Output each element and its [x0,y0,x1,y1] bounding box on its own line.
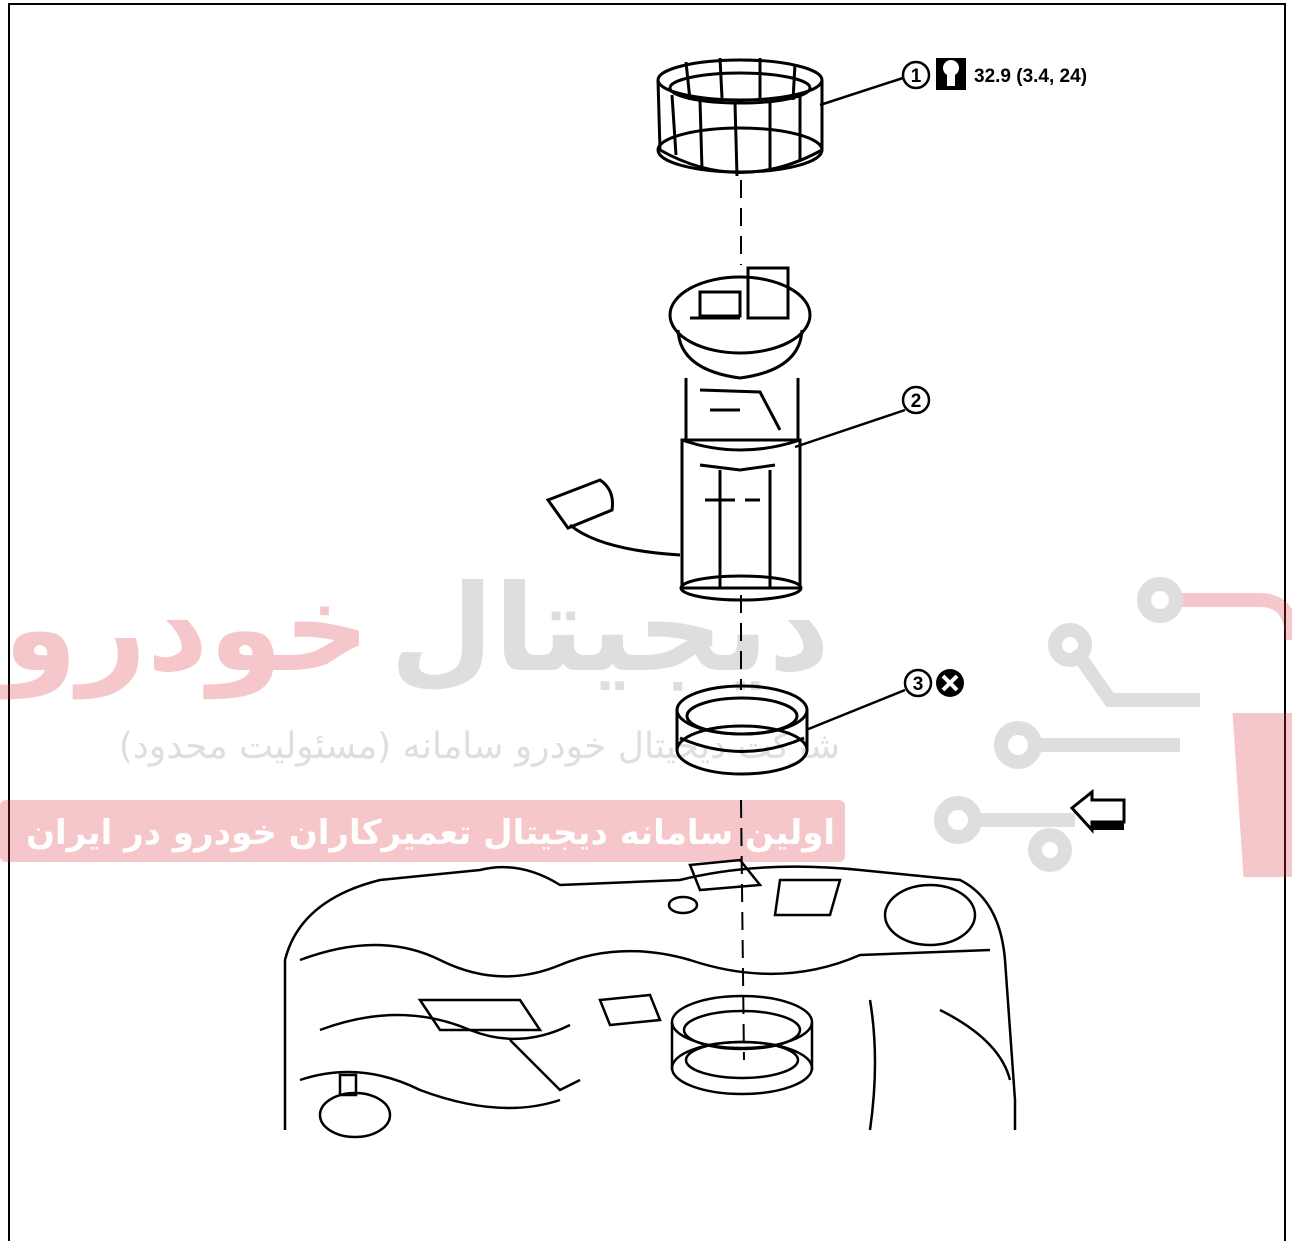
watermark-title-red: خودرو [0,560,370,700]
watermark-subtitle: شرکت دیجیتال خودرو سامانه (مسئولیت محدود… [119,726,840,767]
assembly-axis [740,180,745,1061]
watermark-banner-text: اولین سامانه دیجیتال تعمیرکاران خودرو در… [26,813,835,853]
callout-2: 2 [901,385,931,415]
watermark: دیجیتال خودرو شرکت دیجیتال خودرو سامانه … [0,560,1292,877]
watermark-title-gray: دیجیتال [390,560,830,699]
watermark-logo-icon [934,577,1292,877]
leader-lines [794,76,906,732]
callout-2-circle [901,385,931,415]
torque-wrench-icon [936,58,966,90]
watermark-banner-bg [0,800,845,862]
lock-ring [656,57,824,177]
fuel-pump-assembly [545,266,812,602]
do-not-reuse-icon [936,669,964,697]
callout-2-number: 2 [911,391,922,412]
callout-3: 3 [903,668,964,698]
callout-3-number: 3 [913,674,924,695]
diagram-frame [8,3,1286,1241]
callout-3-circle [903,668,933,698]
callout-1-torque-spec: 32.9 (3.4, 24) [974,66,1087,87]
callout-1: 1 32.9 (3.4, 24) [901,58,1087,90]
fuel-tank [283,858,1017,1139]
o-ring-seal [675,684,809,776]
front-direction-arrow-icon [1069,788,1126,834]
callout-1-circle [901,60,931,90]
callout-1-number: 1 [911,66,922,87]
